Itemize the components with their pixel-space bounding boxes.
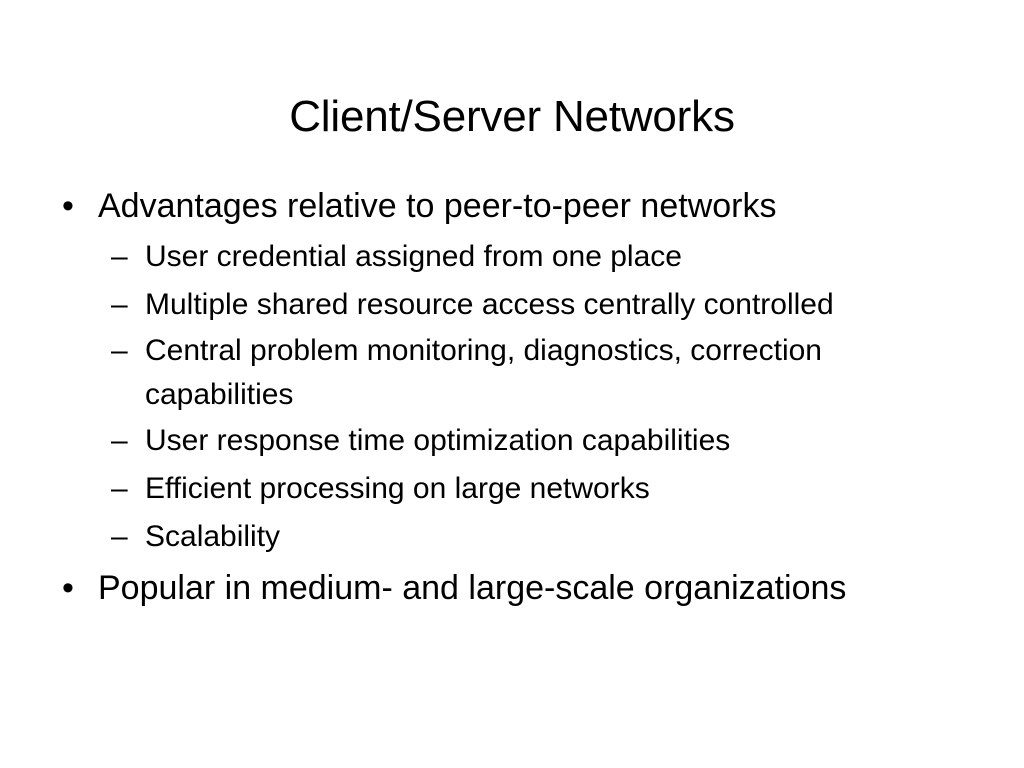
- bullet-text: Multiple shared resource access centrall…: [145, 288, 834, 321]
- bullet-item-level1: • Popular in medium- and large-scale org…: [56, 566, 968, 610]
- slide-body-content: • Advantages relative to peer-to-peer ne…: [56, 184, 968, 610]
- bullet-dash-icon: –: [111, 240, 128, 273]
- bullet-dot-icon: •: [62, 569, 74, 607]
- bullet-text: Popular in medium- and large-scale organ…: [98, 569, 847, 607]
- bullet-dash-icon: –: [111, 520, 128, 553]
- bullet-dash-icon: –: [111, 472, 128, 505]
- bullet-item-level2: – Multiple shared resource access centra…: [56, 281, 968, 329]
- bullet-item-level2: – Central problem monitoring, diagnostic…: [56, 329, 968, 417]
- bullet-item-level2: – Efficient processing on large networks: [56, 465, 968, 513]
- bullet-item-level2: – User credential assigned from one plac…: [56, 233, 968, 281]
- bullet-text: User credential assigned from one place: [145, 240, 682, 273]
- bullet-dash-icon: –: [111, 424, 128, 457]
- bullet-text: Central problem monitoring, diagnostics,…: [145, 334, 822, 411]
- page-title: Client/Server Networks: [289, 92, 735, 142]
- bullet-item-level1: • Advantages relative to peer-to-peer ne…: [56, 184, 968, 228]
- bullet-dot-icon: •: [62, 187, 74, 225]
- bullet-item-level2: – Scalability: [56, 513, 968, 561]
- bullet-text: Advantages relative to peer-to-peer netw…: [98, 187, 777, 225]
- bullet-dash-icon: –: [111, 288, 128, 321]
- bullet-dash-icon: –: [111, 334, 128, 367]
- bullet-text: Scalability: [145, 520, 281, 553]
- bullet-text: Efficient processing on large networks: [145, 472, 650, 505]
- bullet-text: User response time optimization capabili…: [145, 424, 731, 457]
- bullet-item-level2: – User response time optimization capabi…: [56, 417, 968, 465]
